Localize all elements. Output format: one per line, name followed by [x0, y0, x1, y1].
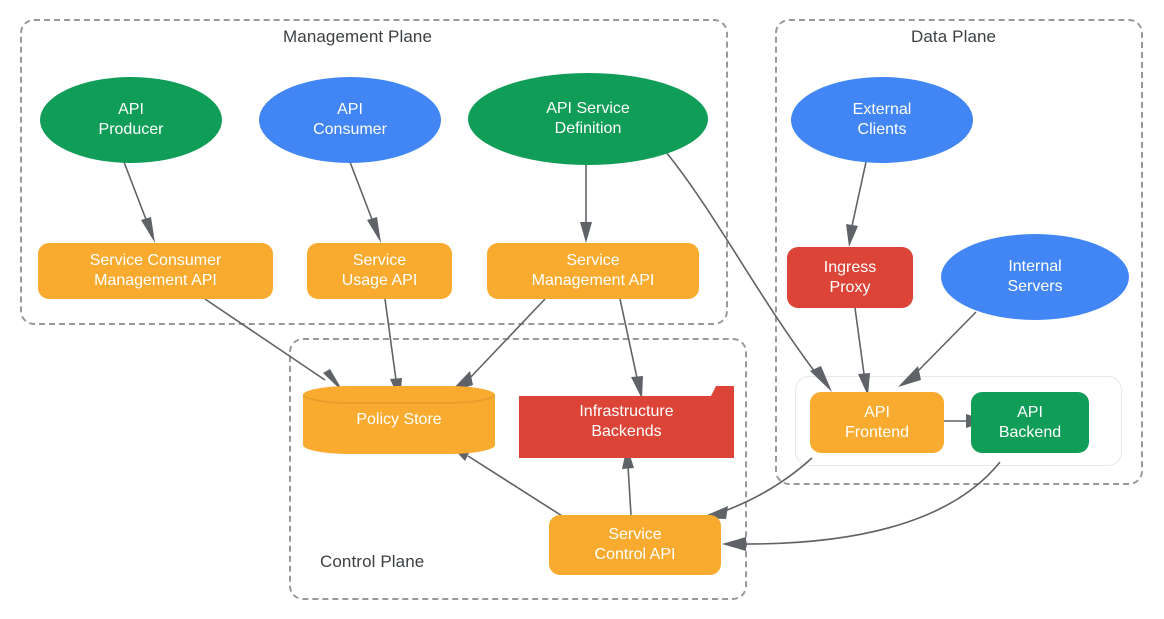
edge-internal-servers-to-api-frontend — [898, 311, 977, 387]
node-service-control-api[interactable]: Service Control API — [549, 515, 721, 575]
edge-api-producer-to-service-consumer-management-api — [123, 161, 155, 243]
edge-service-management-api-to-policy-store — [450, 298, 546, 392]
node-internal-servers[interactable]: Internal Servers — [941, 234, 1129, 320]
edge-api-service-definition-to-api-frontend — [665, 151, 832, 392]
edge-api-consumer-to-service-usage-api — [349, 161, 381, 243]
edge-ingress-proxy-to-api-frontend — [854, 307, 870, 396]
edge-api-backend-to-service-control-api — [722, 461, 1001, 551]
node-api-service-definition-label: API Service Definition — [546, 100, 630, 137]
folder-shape-icon — [519, 386, 734, 458]
policy-store-cylinder-top — [303, 386, 495, 404]
node-service-consumer-management-api-label: Service Consumer Management API — [89, 252, 222, 289]
node-api-backend-label: API Backend — [998, 403, 1062, 441]
node-external-clients-label: External Clients — [852, 101, 912, 138]
node-policy-store-label: Policy Store — [356, 411, 442, 428]
node-ingress-proxy-label: Ingress Proxy — [823, 258, 877, 296]
node-infrastructure-backends-label: Infrastructure Backends — [579, 403, 674, 440]
node-api-backend[interactable]: API Backend — [971, 392, 1089, 453]
plane-label-data-plane: Data Plane — [911, 27, 997, 46]
node-api-frontend-label: API Frontend — [844, 403, 910, 441]
node-service-control-api-label: Service Control API — [594, 526, 676, 563]
node-api-producer-label: API Producer — [98, 101, 164, 138]
node-infrastructure-backends[interactable]: Infrastructure Backends — [519, 386, 734, 458]
plane-control-plane — [289, 338, 747, 600]
node-policy-store[interactable]: Policy Store — [303, 386, 495, 454]
node-api-consumer[interactable]: API Consumer — [259, 77, 441, 163]
node-api-consumer-label: API Consumer — [313, 101, 387, 138]
node-api-frontend[interactable]: API Frontend — [810, 392, 944, 453]
edge-service-management-api-to-infrastructure-backends — [619, 298, 643, 399]
node-api-producer[interactable]: API Producer — [40, 77, 222, 163]
edge-external-clients-to-ingress-proxy — [846, 161, 867, 247]
node-service-management-api-label: Service Management API — [531, 252, 655, 289]
plane-label-control-plane: Control Plane — [320, 552, 425, 571]
edge-api-service-definition-to-service-management-api — [580, 162, 592, 243]
node-ingress-proxy[interactable]: Ingress Proxy — [787, 247, 913, 308]
node-external-clients[interactable]: External Clients — [791, 77, 973, 163]
node-service-management-api[interactable]: Service Management API — [487, 243, 699, 299]
edge-api-frontend-to-service-control-api — [700, 457, 813, 519]
plane-label-management-plane: Management Plane — [283, 27, 433, 46]
node-service-usage-api-label: Service Usage API — [341, 252, 418, 289]
node-service-usage-api[interactable]: Service Usage API — [307, 243, 452, 299]
node-internal-servers-label: Internal Servers — [1007, 258, 1063, 295]
plane-management-plane — [20, 19, 728, 325]
node-api-service-definition[interactable]: API Service Definition — [468, 73, 708, 165]
plane-data-plane — [775, 19, 1143, 485]
node-service-consumer-management-api[interactable]: Service Consumer Management API — [38, 243, 273, 299]
edge-service-consumer-management-api-to-policy-store — [204, 298, 344, 393]
